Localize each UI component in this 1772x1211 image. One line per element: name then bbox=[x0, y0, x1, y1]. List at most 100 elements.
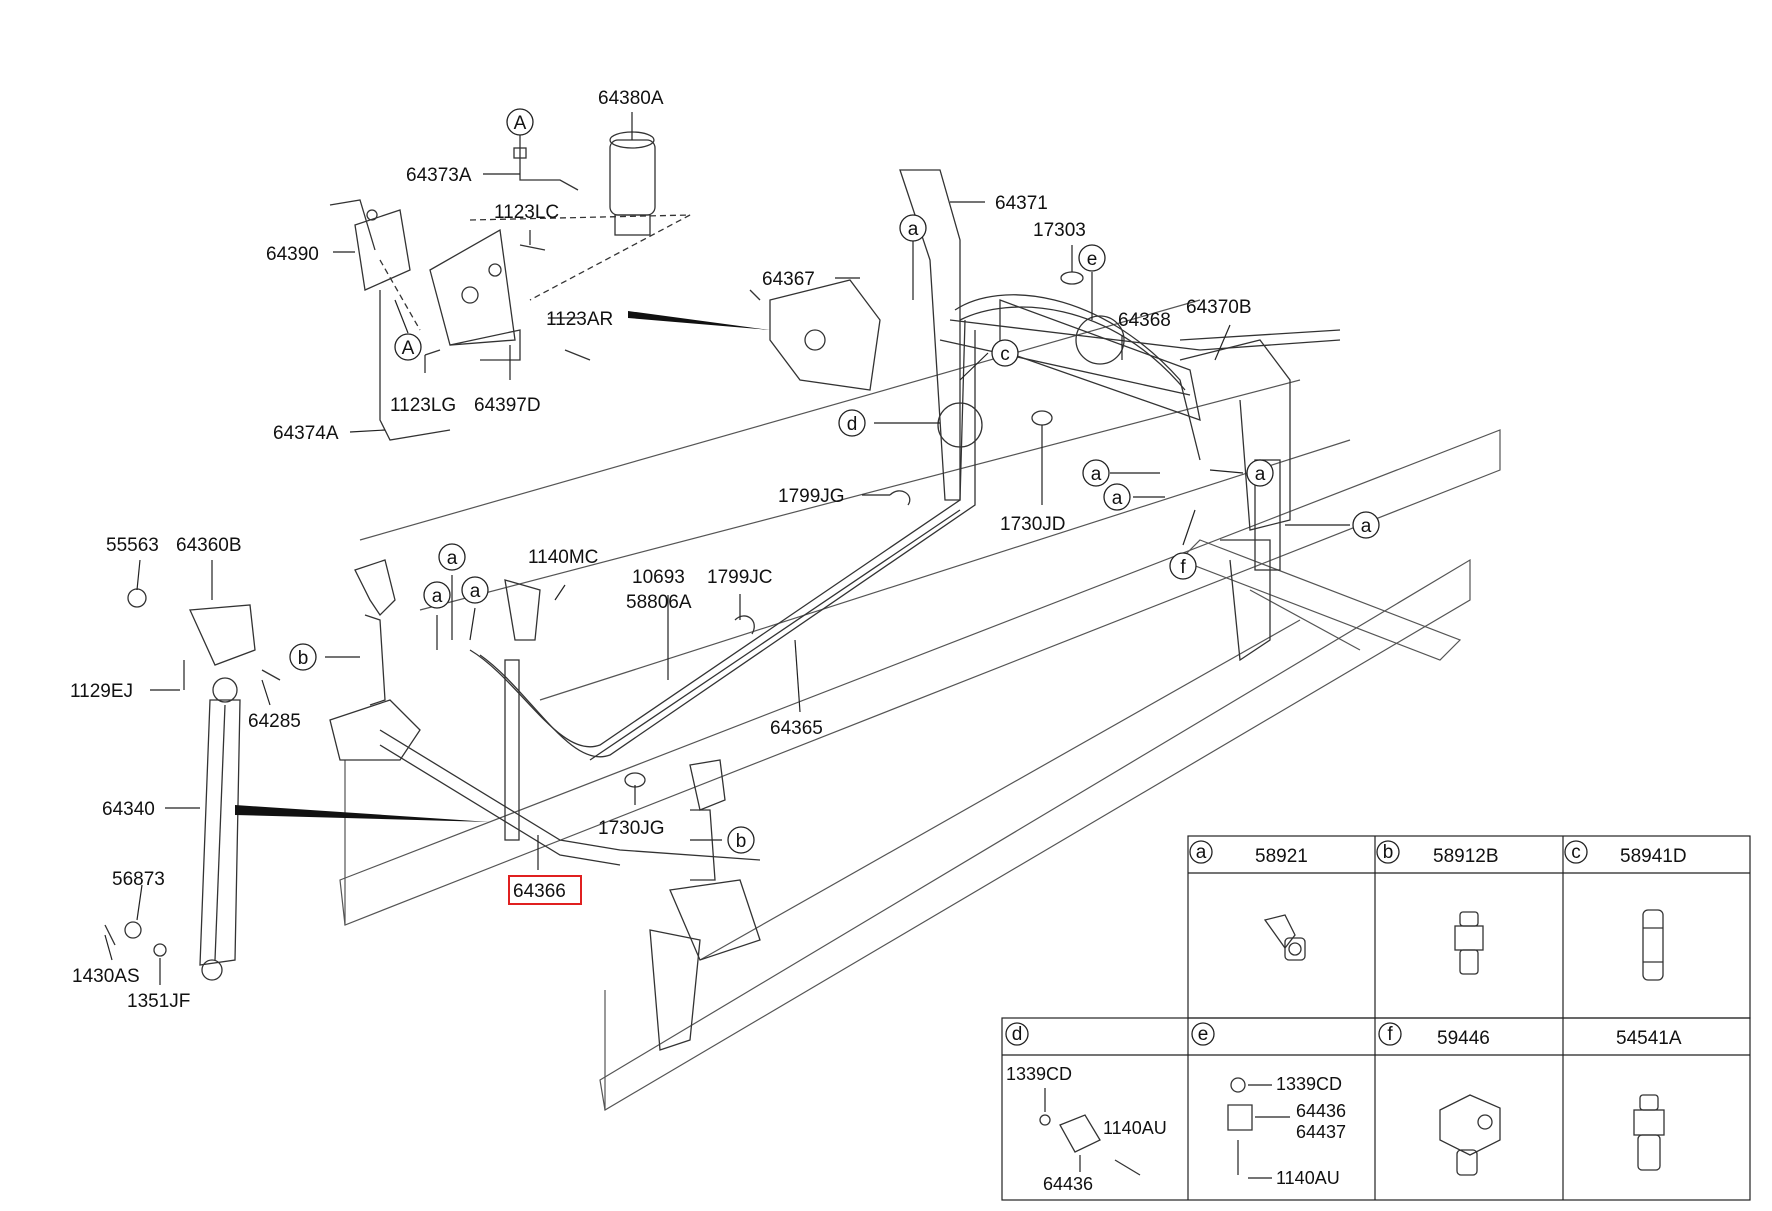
cab-mount-frame bbox=[749, 169, 1341, 662]
marker-c: c bbox=[991, 339, 1019, 367]
svg-text:a: a bbox=[908, 219, 919, 240]
marker-a-7: a bbox=[423, 581, 451, 609]
label-64371: 64371 bbox=[995, 193, 1048, 214]
svg-text:e: e bbox=[1087, 249, 1098, 270]
label-17303: 17303 bbox=[1033, 220, 1086, 241]
marker-a-8: a bbox=[461, 576, 489, 604]
label-64397D: 64397D bbox=[474, 395, 541, 416]
label-1129EJ: 1129EJ bbox=[70, 681, 133, 702]
legend-part-e-1140AU: 1140AU bbox=[1276, 1168, 1340, 1188]
marker-e: e bbox=[1078, 244, 1106, 272]
label-1140MC: 1140MC bbox=[528, 547, 598, 568]
legend-part-d-1140AU: 1140AU bbox=[1103, 1118, 1167, 1138]
legend-table: a 58921 b 58912B c 58941D d 1 bbox=[1001, 835, 1751, 1201]
svg-text:a: a bbox=[1112, 488, 1123, 509]
legend-part-58912B: 58912B bbox=[1433, 846, 1499, 867]
label-1351JF: 1351JF bbox=[127, 991, 190, 1012]
svg-text:d: d bbox=[847, 414, 858, 435]
label-1430AS: 1430AS bbox=[72, 966, 140, 987]
legend-part-d-1339CD: 1339CD bbox=[1006, 1064, 1072, 1084]
label-64390: 64390 bbox=[266, 244, 319, 265]
legend-cell-g: 54541A bbox=[1616, 1028, 1682, 1171]
legend-cell-e: e 1339CD 64436 64437 1140AU bbox=[1191, 1022, 1346, 1188]
marker-A-top: A bbox=[506, 108, 534, 136]
label-64367: 64367 bbox=[762, 269, 815, 290]
svg-text:a: a bbox=[1361, 516, 1372, 537]
label-56873: 56873 bbox=[112, 869, 165, 890]
label-64285: 64285 bbox=[248, 711, 301, 732]
legend-part-e-64436: 64436 bbox=[1296, 1101, 1346, 1121]
label-1123AR: 1123AR bbox=[546, 309, 613, 330]
legend-part-58921: 58921 bbox=[1255, 846, 1308, 867]
circled-markers: A A a e c d a a a a f a a a b b bbox=[289, 108, 1380, 854]
wedge-leader-left bbox=[235, 805, 490, 822]
svg-text:c: c bbox=[1000, 344, 1010, 365]
svg-text:a: a bbox=[447, 548, 458, 569]
marker-a-6: a bbox=[438, 543, 466, 571]
callout-labels: 64380A 64373A 1123LC 64390 1123AR 1123LG… bbox=[70, 88, 1252, 1012]
svg-text:A: A bbox=[402, 338, 415, 359]
tilt-cylinder bbox=[104, 588, 281, 981]
leader-lines bbox=[104, 112, 1350, 985]
svg-text:a: a bbox=[432, 586, 443, 607]
label-64374A: 64374A bbox=[273, 423, 339, 444]
svg-text:b: b bbox=[1383, 842, 1394, 863]
marker-b-1: b bbox=[289, 643, 317, 671]
pump-assembly bbox=[329, 131, 691, 441]
label-64360B: 64360B bbox=[176, 535, 242, 556]
legend-part-59446: 59446 bbox=[1437, 1028, 1490, 1049]
label-64368: 64368 bbox=[1118, 310, 1171, 331]
label-64365: 64365 bbox=[770, 718, 823, 739]
label-1730JD: 1730JD bbox=[1000, 514, 1066, 535]
marker-b-2: b bbox=[727, 826, 755, 854]
label-58806A: 58806A bbox=[626, 592, 692, 613]
legend-cell-c: c 58941D bbox=[1564, 840, 1687, 981]
label-1123LC: 1123LC bbox=[494, 202, 559, 223]
svg-text:a: a bbox=[1091, 464, 1102, 485]
svg-text:A: A bbox=[514, 113, 527, 134]
svg-text:b: b bbox=[736, 831, 747, 852]
label-1730JG: 1730JG bbox=[598, 818, 665, 839]
legend-part-e-64437: 64437 bbox=[1296, 1122, 1346, 1142]
legend-part-d-64436: 64436 bbox=[1043, 1174, 1093, 1194]
legend-cell-f: f 59446 bbox=[1378, 1022, 1501, 1176]
label-1123LG: 1123LG bbox=[390, 395, 456, 416]
svg-text:f: f bbox=[1387, 1024, 1393, 1045]
marker-a-4: a bbox=[1103, 483, 1131, 511]
svg-text:c: c bbox=[1571, 842, 1581, 863]
legend-part-58941D: 58941D bbox=[1620, 846, 1687, 867]
legend-cell-a: a 58921 bbox=[1189, 840, 1308, 961]
label-55563: 55563 bbox=[106, 535, 159, 556]
marker-A-mid: A bbox=[394, 333, 422, 361]
chassis-frame bbox=[339, 299, 1501, 1111]
label-64340: 64340 bbox=[102, 799, 155, 820]
marker-a-3: a bbox=[1246, 459, 1274, 487]
label-1799JC: 1799JC bbox=[707, 567, 773, 588]
label-10693: 10693 bbox=[632, 567, 685, 588]
svg-text:a: a bbox=[1255, 464, 1266, 485]
marker-d: d bbox=[838, 409, 866, 437]
label-64380A: 64380A bbox=[598, 88, 664, 109]
label-64370B: 64370B bbox=[1186, 297, 1252, 318]
marker-a-5: a bbox=[1352, 511, 1380, 539]
legend-cell-d: d 1339CD 1140AU 64436 bbox=[1005, 1022, 1167, 1194]
svg-text:f: f bbox=[1180, 557, 1186, 578]
label-1799JG: 1799JG bbox=[778, 486, 845, 507]
highlight-box-64366 bbox=[508, 875, 582, 905]
legend-part-e-1339CD: 1339CD bbox=[1276, 1074, 1342, 1094]
left-cab-mount bbox=[329, 319, 976, 1051]
marker-f: f bbox=[1169, 552, 1197, 580]
svg-text:a: a bbox=[470, 581, 481, 602]
svg-text:d: d bbox=[1012, 1024, 1023, 1045]
label-64366: 64366 bbox=[513, 881, 566, 902]
legend-cell-b: b 58912B bbox=[1376, 840, 1499, 975]
svg-text:e: e bbox=[1198, 1024, 1209, 1045]
marker-a-2: a bbox=[1082, 459, 1110, 487]
svg-text:a: a bbox=[1196, 842, 1207, 863]
svg-text:b: b bbox=[298, 648, 309, 669]
wedge-leader-top bbox=[628, 311, 770, 330]
label-64373A: 64373A bbox=[406, 165, 472, 186]
marker-a-1: a bbox=[899, 214, 927, 242]
legend-part-54541A: 54541A bbox=[1616, 1028, 1682, 1049]
